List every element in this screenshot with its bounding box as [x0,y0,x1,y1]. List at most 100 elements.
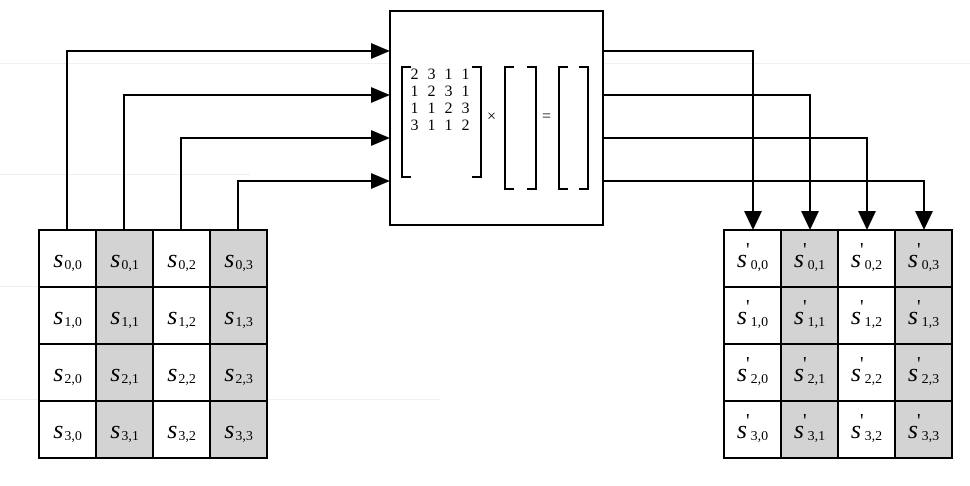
state-symbol: s [907,414,918,444]
matrix-coefficient: 1 [461,66,470,83]
prime-mark: ' [803,296,807,318]
state-subscript: 1,3 [235,314,253,330]
state-subscript: 0,2 [864,257,883,273]
state-symbol: s [110,357,121,387]
matrix-coefficient: 1 [427,117,436,134]
prime-mark: ' [860,239,864,261]
state-subscript: 1,0 [750,314,769,330]
state-subscript: 0,2 [178,257,196,273]
prime-mark: ' [860,296,864,318]
state-symbol: s [53,357,64,387]
state-subscript: 0,0 [750,257,769,273]
state-subscript: 3,2 [178,428,196,444]
state-cell: s'0,3 [896,231,953,288]
state-subscript: 0,1 [807,257,826,273]
input-arrow-line [66,50,375,229]
state-symbol: s [110,243,121,273]
state-subscript: 0,0 [64,257,82,273]
state-cell: s'3,1 [782,402,839,459]
prime-mark: ' [746,296,750,318]
input-arrow-line [237,180,375,229]
state-subscript: 2,3 [235,371,253,387]
state-subscript: 0,3 [235,257,253,273]
prime-mark: ' [917,296,921,318]
state-subscript: 1,3 [921,314,940,330]
state-cell: s'2,1 [782,345,839,402]
result-vector-left-bracket [558,66,568,190]
matrix-coefficient: 3 [410,117,419,134]
matrix-coefficient: 2 [461,117,470,134]
state-subscript: 3,0 [64,428,82,444]
prime-mark: ' [917,353,921,375]
input-arrow-line [180,137,375,229]
column-vector-right-bracket [527,66,537,190]
state-symbol: s [224,243,235,273]
column-vector-left-bracket [504,66,514,190]
state-subscript: 3,0 [750,428,769,444]
state-cell: s'2,2 [839,345,896,402]
state-cell: s'0,1 [782,231,839,288]
result-vector-right-bracket [579,66,589,190]
state-subscript: 3,2 [864,428,883,444]
state-symbol: s [736,357,747,387]
prime-mark: ' [746,353,750,375]
state-subscript: 2,3 [921,371,940,387]
state-cell: s'1,1 [782,288,839,345]
matrix-coefficient: 1 [444,66,453,83]
state-subscript: 2,0 [750,371,769,387]
arrowhead-icon [371,43,390,59]
matrix-coefficient: 1 [410,100,419,117]
prime-mark: ' [746,239,750,261]
state-symbol: s [850,243,861,273]
state-subscript: 3,3 [235,428,253,444]
state-subscript: 2,1 [121,371,139,387]
state-symbol: s [907,357,918,387]
matrix-coefficient: 3 [461,100,470,117]
prime-mark: ' [746,410,750,432]
state-symbol: s [224,300,235,330]
state-symbol: s [167,300,178,330]
prime-mark: ' [860,353,864,375]
state-symbol: s [793,300,804,330]
state-symbol: s [110,414,121,444]
arrowhead-icon [371,87,390,103]
state-symbol: s [53,243,64,273]
state-cell: s'3,2 [839,402,896,459]
state-symbol: s [850,357,861,387]
state-subscript: 0,1 [121,257,139,273]
state-subscript: 3,1 [807,428,826,444]
state-subscript: 2,2 [864,371,883,387]
state-symbol: s [850,414,861,444]
prime-mark: ' [917,239,921,261]
prime-mark: ' [803,239,807,261]
state-symbol: s [907,243,918,273]
matrix-coefficient: 2 [427,83,436,100]
state-subscript: 1,0 [64,314,82,330]
state-cell: s'2,0 [725,345,782,402]
state-symbol: s [167,357,178,387]
state-subscript: 0,3 [921,257,940,273]
state-subscript: 3,1 [121,428,139,444]
arrowhead-icon [858,211,876,230]
arrowhead-icon [371,173,390,189]
state-symbol: s [167,243,178,273]
state-symbol: s [736,300,747,330]
times-operator: × [487,108,497,125]
state-cell: s'2,3 [896,345,953,402]
state-cell: s'1,0 [725,288,782,345]
matrix-coefficient: 1 [444,117,453,134]
arrowhead-icon [915,211,933,230]
